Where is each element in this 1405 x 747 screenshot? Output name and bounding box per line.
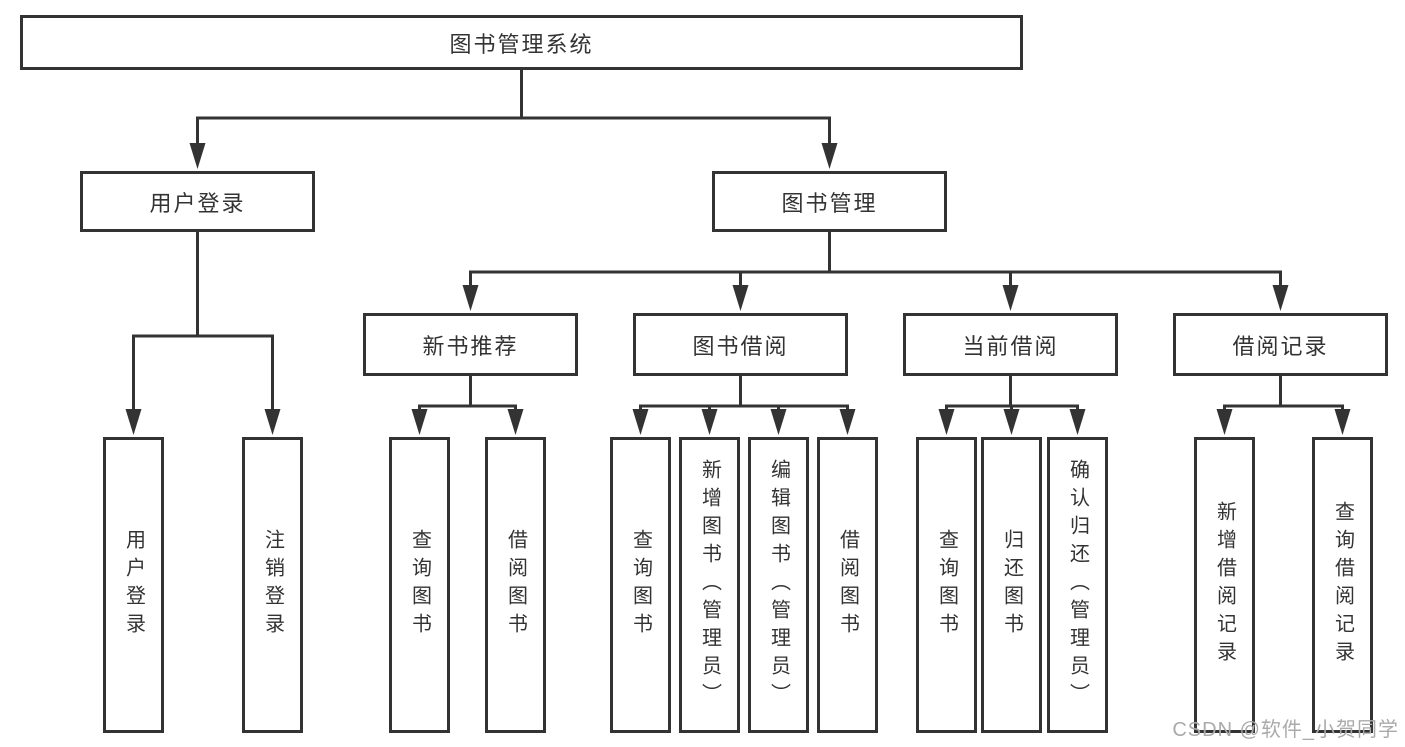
node-borrow-edit-books: 编辑图书（管理员） (748, 437, 809, 733)
node-borrow-borrow-books: 借阅图书 (817, 437, 878, 733)
node-borrow-add-books: 新增图书（管理员） (679, 437, 740, 733)
node-system: 图书管理系统 (20, 15, 1023, 70)
node-book-management: 图书管理 (712, 171, 947, 232)
arrowhead-icons (125, 143, 1351, 435)
node-borrow-query-books: 查询图书 (610, 437, 671, 733)
csdn-watermark: CSDN @软件_小贺同学 (1172, 719, 1399, 741)
node-records-query-record: 查询借阅记录 (1312, 437, 1373, 733)
node-rec-borrow-books: 借阅图书 (485, 437, 546, 733)
node-new-book-recommend: 新书推荐 (363, 313, 578, 376)
node-current-confirm-return: 确认归还（管理员） (1047, 437, 1108, 733)
node-rec-query-books: 查询图书 (389, 437, 450, 733)
node-book-borrow: 图书借阅 (633, 313, 848, 376)
node-records-add-record: 新增借阅记录 (1194, 437, 1255, 733)
node-borrow-records: 借阅记录 (1173, 313, 1388, 376)
node-current-query-books: 查询图书 (916, 437, 977, 733)
node-login: 用户登录 (103, 437, 164, 733)
node-current-borrow: 当前借阅 (903, 313, 1118, 376)
node-user-login: 用户登录 (80, 171, 315, 232)
node-current-return-books: 归还图书 (981, 437, 1042, 733)
node-logout: 注销登录 (242, 437, 303, 733)
